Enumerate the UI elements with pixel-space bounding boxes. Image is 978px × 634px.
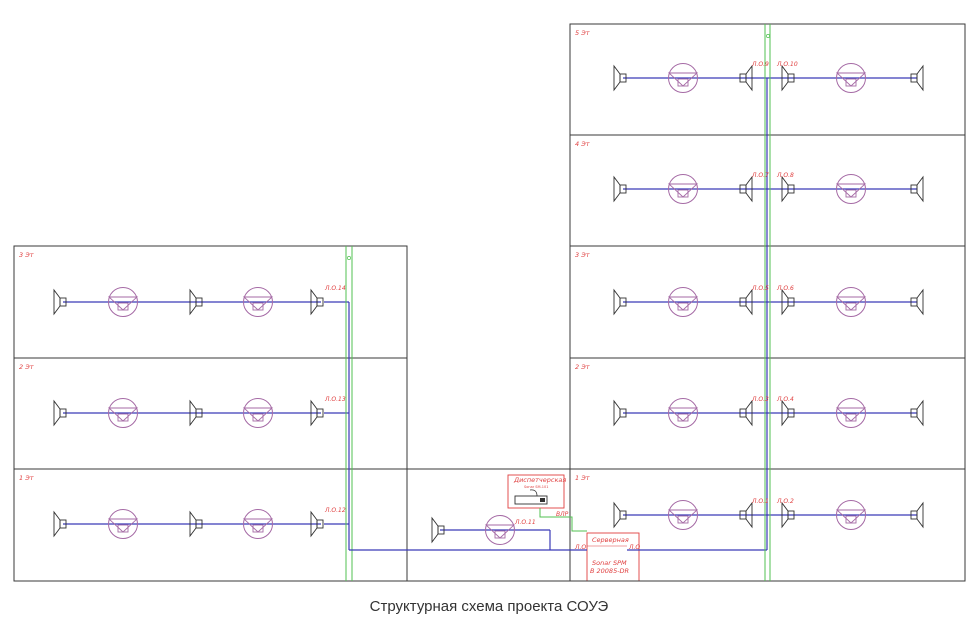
control-link bbox=[539, 508, 587, 532]
labels: 3 Эт Л.О.14 2 Эт Л.О.13 1 Эт Л.О.12Л.О.11 Дисп… bbox=[19, 29, 798, 575]
horn-speaker-icon bbox=[310, 399, 324, 427]
link-label: Л.О bbox=[574, 544, 586, 551]
right-building bbox=[569, 23, 966, 582]
speaker-icon bbox=[835, 500, 867, 530]
horn-speaker-icon bbox=[739, 501, 753, 529]
horn-speaker-icon bbox=[189, 399, 203, 427]
line-label: Л.О.2 bbox=[776, 498, 794, 505]
speaker-icon bbox=[484, 515, 516, 545]
horn-speaker-icon bbox=[910, 64, 924, 92]
speaker-icon bbox=[107, 509, 139, 539]
floor-label: 1 Эт bbox=[19, 474, 34, 482]
speaker-icon bbox=[107, 398, 139, 428]
line-label: Л.О.11 bbox=[514, 519, 536, 526]
horn-speaker-icon bbox=[613, 288, 627, 316]
horn-speaker-icon bbox=[910, 399, 924, 427]
horn-speaker-icon bbox=[189, 288, 203, 316]
horn-speaker-icon bbox=[781, 175, 795, 203]
microphone-console-icon bbox=[514, 489, 548, 505]
speaker-icon bbox=[107, 287, 139, 317]
horn-speaker-icon bbox=[781, 64, 795, 92]
horn-speaker-icon bbox=[781, 288, 795, 316]
line-label: Л.О.10 bbox=[776, 61, 798, 68]
left-building bbox=[13, 245, 408, 582]
server-device-model: B 20085-DR bbox=[590, 567, 629, 575]
server-label: Серверная bbox=[592, 536, 629, 544]
speaker-icon bbox=[667, 174, 699, 204]
wiring bbox=[63, 24, 917, 581]
horn-speaker-icon bbox=[910, 501, 924, 529]
horn-speaker-icon bbox=[53, 288, 67, 316]
floor-label: 4 Эт bbox=[575, 140, 590, 148]
speaker-icon bbox=[242, 509, 274, 539]
line-label: Л.О.13 bbox=[324, 396, 346, 403]
riser-marker bbox=[766, 34, 770, 38]
dispatch-room bbox=[507, 474, 565, 509]
horn-speaker-icon bbox=[781, 501, 795, 529]
riser-marker bbox=[347, 256, 351, 260]
line-label: Л.О.3 bbox=[751, 396, 769, 403]
link-label: Л.О bbox=[628, 544, 640, 551]
horn-speaker-icon bbox=[310, 510, 324, 538]
speaker-icon bbox=[667, 287, 699, 317]
horn-speaker-icon bbox=[53, 510, 67, 538]
speaker-icon bbox=[835, 398, 867, 428]
horn-speaker-icon bbox=[310, 288, 324, 316]
horn-speaker-icon bbox=[739, 399, 753, 427]
floor-label: 5 Эт bbox=[575, 29, 590, 37]
speaker-icon bbox=[667, 500, 699, 530]
horn-speaker-icon bbox=[910, 288, 924, 316]
line-label: Л.О.4 bbox=[776, 396, 794, 403]
line-label: Л.О.9 bbox=[751, 61, 769, 68]
horn-speaker-icon bbox=[781, 399, 795, 427]
line-label: Л.О.1 bbox=[751, 498, 769, 505]
horn-speaker-icon bbox=[613, 399, 627, 427]
dispatch-label: Диспетчерская bbox=[513, 476, 566, 484]
dispatch-device-label: Sonar SM-101 bbox=[524, 485, 548, 489]
horn-speaker-icon bbox=[613, 175, 627, 203]
devices bbox=[53, 63, 924, 545]
link-label: ВЛР bbox=[556, 511, 569, 518]
horn-speaker-icon bbox=[613, 501, 627, 529]
horn-speaker-icon bbox=[739, 64, 753, 92]
line-label: Л.О.8 bbox=[776, 172, 794, 179]
floor-label: 1 Эт bbox=[575, 474, 590, 482]
horn-speaker-icon bbox=[739, 175, 753, 203]
line-label: Л.О.6 bbox=[776, 285, 794, 292]
speaker-icon bbox=[835, 63, 867, 93]
speaker-icon bbox=[835, 287, 867, 317]
horn-speaker-icon bbox=[613, 64, 627, 92]
line-label: Л.О.5 bbox=[751, 285, 769, 292]
speaker-icon bbox=[835, 174, 867, 204]
horn-speaker-icon bbox=[189, 510, 203, 538]
horn-speaker-icon bbox=[53, 399, 67, 427]
horn-speaker-icon bbox=[910, 175, 924, 203]
line-label: Л.О.14 bbox=[324, 285, 346, 292]
server-device-label: Sonar SPM bbox=[592, 559, 627, 567]
line-label: Л.О.12 bbox=[324, 507, 346, 514]
diagram-caption: Структурная схема проекта СОУЭ bbox=[369, 598, 609, 615]
speaker-icon bbox=[667, 63, 699, 93]
speaker-icon bbox=[667, 398, 699, 428]
horn-speaker-icon bbox=[431, 516, 445, 544]
speaker-icon bbox=[242, 287, 274, 317]
floor-label: 3 Эт bbox=[575, 251, 590, 259]
speaker-icon bbox=[242, 398, 274, 428]
horn-speaker-icon bbox=[739, 288, 753, 316]
floor-label: 3 Эт bbox=[19, 251, 34, 259]
floor-label: 2 Эт bbox=[19, 363, 34, 371]
floor-label: 2 Эт bbox=[575, 363, 590, 371]
line-label: Л.О.7 bbox=[751, 172, 769, 179]
